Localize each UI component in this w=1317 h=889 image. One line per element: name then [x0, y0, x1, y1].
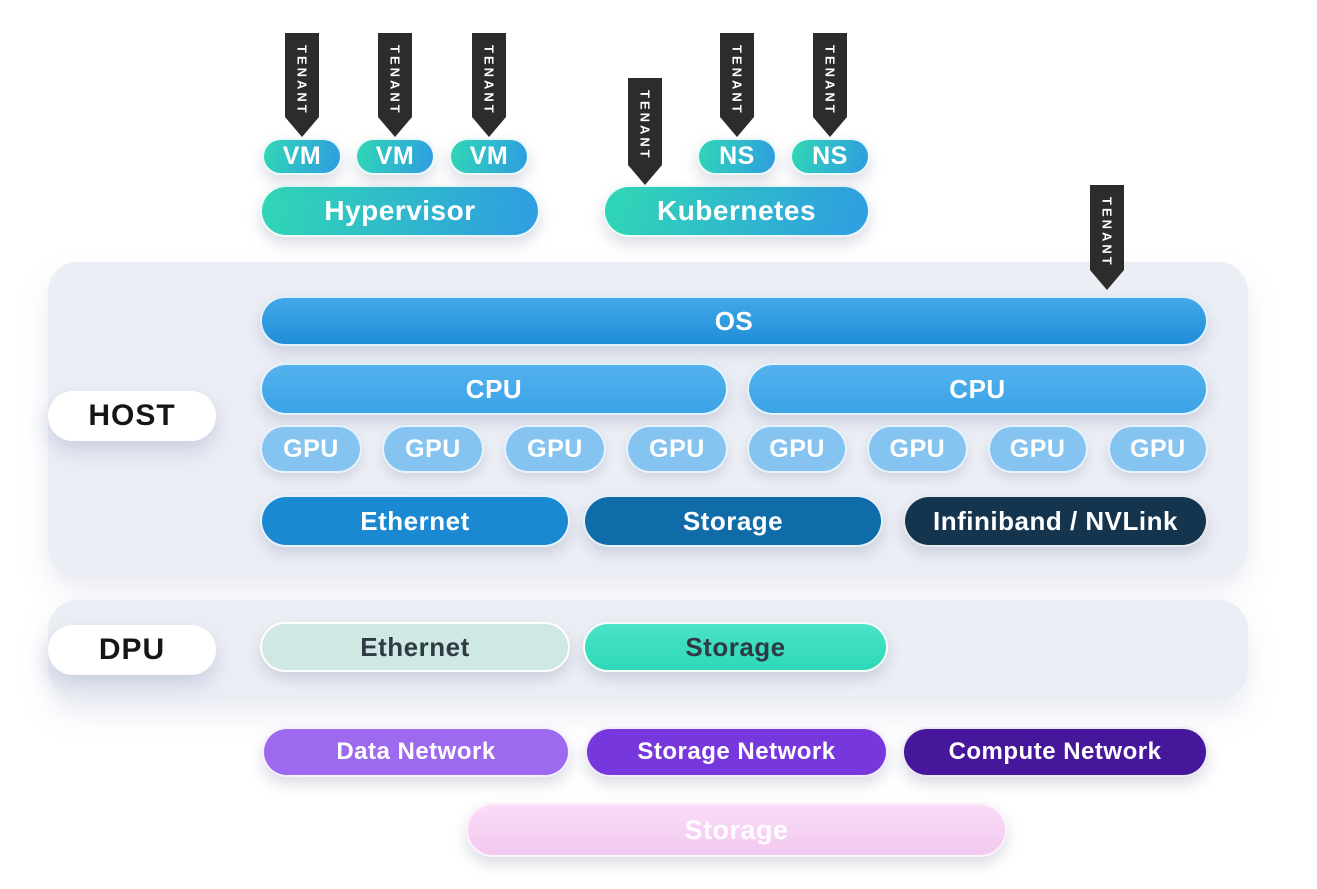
dpu-ethernet-pill: Ethernet	[260, 622, 570, 672]
tenant-arrow-label: TENANT	[294, 45, 310, 116]
namespace-pill: NS	[790, 138, 870, 175]
storage-network-pill: Storage Network	[585, 727, 888, 777]
tenant-arrow-label: TENANT	[387, 45, 403, 116]
vm-pill: VM	[355, 138, 435, 175]
vm-pill: VM	[262, 138, 342, 175]
gpu-pill: GPU	[867, 425, 968, 473]
tenant-arrow-label: TENANT	[481, 45, 497, 116]
gpu-pill: GPU	[747, 425, 848, 473]
tenant-arrow-icon: TENANT	[1090, 185, 1124, 290]
gpu-group: GPU GPU GPU GPU	[747, 425, 1208, 473]
gpu-pill: GPU	[504, 425, 606, 473]
host-section-label: HOST	[48, 391, 216, 441]
dpu-section-label: DPU	[48, 625, 216, 675]
tenant-arrow-icon: TENANT	[472, 33, 506, 137]
tenant-arrow-icon: TENANT	[378, 33, 412, 137]
tenant-arrow-label: TENANT	[1099, 197, 1115, 268]
tenant-arrow-label: TENANT	[729, 45, 745, 116]
data-network-pill: Data Network	[262, 727, 570, 777]
os-bar: OS	[260, 296, 1208, 346]
namespace-pill: NS	[697, 138, 777, 175]
gpu-pill: GPU	[382, 425, 484, 473]
cpu-pill: CPU	[747, 363, 1208, 415]
dpu-storage-pill: Storage	[583, 622, 888, 672]
gpu-pill: GPU	[626, 425, 728, 473]
gpu-pill: GPU	[1107, 425, 1208, 473]
tenant-arrow-icon: TENANT	[628, 78, 662, 185]
host-ethernet-pill: Ethernet	[260, 495, 570, 547]
external-storage-pill: Storage	[466, 803, 1007, 857]
gpu-group: GPU GPU GPU GPU	[260, 425, 728, 473]
tenant-arrow-label: TENANT	[637, 90, 653, 161]
vm-pill: VM	[449, 138, 529, 175]
compute-network-pill: Compute Network	[902, 727, 1208, 777]
tenant-arrow-icon: TENANT	[813, 33, 847, 137]
kubernetes-pill: Kubernetes	[603, 185, 870, 237]
hypervisor-pill: Hypervisor	[260, 185, 540, 237]
tenant-arrow-icon: TENANT	[720, 33, 754, 137]
gpu-pill: GPU	[987, 425, 1088, 473]
tenant-arrow-label: TENANT	[822, 45, 838, 116]
tenant-arrow-icon: TENANT	[285, 33, 319, 137]
cpu-pill: CPU	[260, 363, 728, 415]
gpu-pill: GPU	[260, 425, 362, 473]
host-infiniband-nvlink-pill: Infiniband / NVLink	[903, 495, 1208, 547]
host-storage-pill: Storage	[583, 495, 883, 547]
